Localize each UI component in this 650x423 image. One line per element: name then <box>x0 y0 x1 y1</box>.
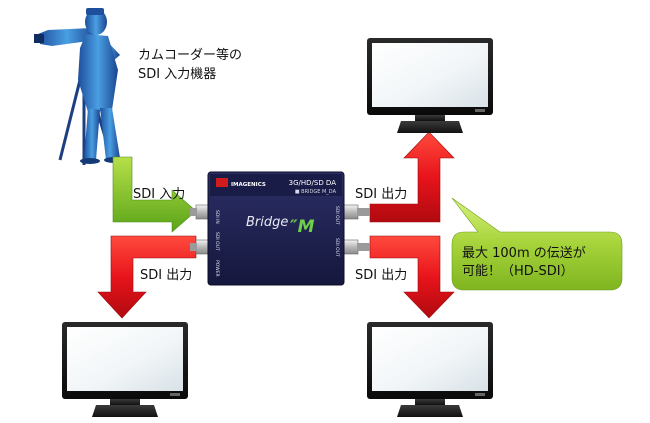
port-label-power: POWER <box>214 260 220 277</box>
port-label-sdi-in: SDI IN <box>214 210 220 224</box>
connector-right-top-icon <box>343 204 370 220</box>
sdi-input-arrow <box>112 156 197 233</box>
monitor-top-right <box>367 38 493 133</box>
callout-line2: 可能！（HD-SDI） <box>462 264 574 279</box>
callout-line1: 最大 100m の伝送が <box>462 246 586 261</box>
label-sdi-in: SDI 入力 <box>133 187 186 202</box>
sdi-output-arrow-top-right <box>369 131 455 223</box>
monitor-bottom-left <box>62 322 188 417</box>
port-label-sdi-out-left: SDI OUT <box>214 232 220 251</box>
camera-label-line2: SDI 入力機器 <box>138 67 217 82</box>
monitor-bottom-right <box>367 322 493 417</box>
callout-text: 最大 100m の伝送が 可能！（HD-SDI） <box>462 245 612 281</box>
connector-left-top-icon <box>190 204 211 220</box>
port-label-sdi-out-right2: SDI OUT <box>334 238 340 257</box>
distribution-amplifier-device: IMAGENICS 3G/HD/SD DA ■ BRIDGE M_DA SDI … <box>190 171 370 286</box>
device-model-sub: ■ BRIDGE M_DA <box>295 189 337 195</box>
camera-operator-icon <box>34 8 124 165</box>
connector-right-bottom-icon <box>343 239 370 255</box>
callout-bubble <box>451 197 623 291</box>
camera-label-line1: カムコーダー等の <box>138 48 243 63</box>
device-model-top: 3G/HD/SD DA <box>289 179 337 187</box>
label-sdi-out-top-right: SDI 出力 <box>355 187 408 202</box>
brand-logo-icon <box>216 178 228 187</box>
port-label-sdi-out-right1: SDI OUT <box>334 206 340 225</box>
sdi-output-arrow-bottom-right <box>369 235 455 319</box>
device-product-mark: ″M <box>290 217 315 237</box>
camera-label: カムコーダー等の SDI 入力機器 <box>138 46 242 84</box>
label-sdi-out-bottom-right: SDI 出力 <box>355 268 408 283</box>
sdi-output-arrow-left <box>97 235 197 319</box>
label-sdi-out-left: SDI 出力 <box>140 268 193 283</box>
device-product-name: Bridge <box>246 215 288 230</box>
device-brand: IMAGENICS <box>231 182 266 188</box>
